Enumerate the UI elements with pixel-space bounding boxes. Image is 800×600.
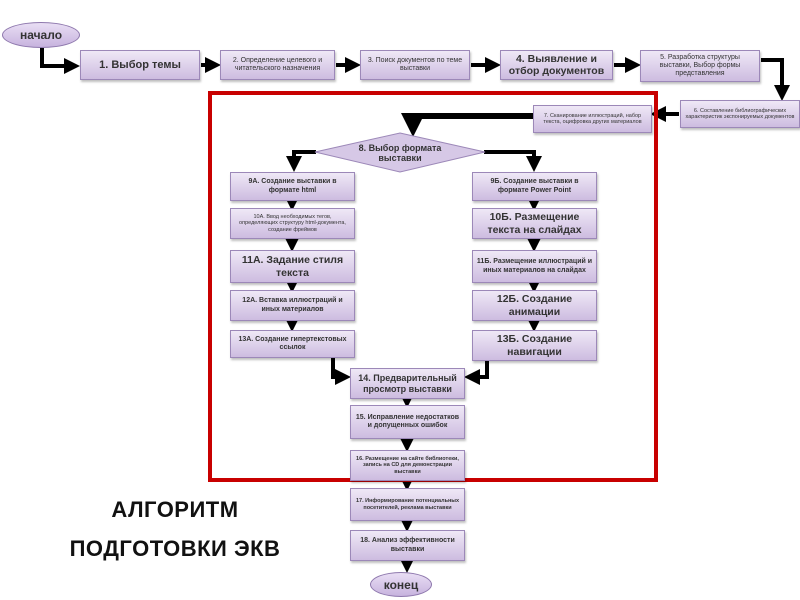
step-18: 18. Анализ эффективности выставки [350, 530, 465, 561]
step-8-decision: 8. Выбор формата выставки [358, 143, 442, 163]
decision-diamond [314, 132, 486, 173]
step-16: 16. Размещение на сайте библиотеки, запи… [350, 450, 465, 481]
step-7: 7. Сканирование иллюстраций, набор текст… [533, 105, 652, 133]
end-node: конец [370, 572, 432, 597]
step-9a: 9А. Создание выставки в формате html [230, 172, 355, 201]
step-15: 15. Исправление недостатков и допущенных… [350, 405, 465, 439]
step-4: 4. Выявление и отбор документов [500, 50, 613, 80]
start-node: начало [2, 22, 80, 48]
step-12b: 12Б. Создание анимации [472, 290, 597, 321]
step-10a: 10А. Ввод необходимых тегов, определяющи… [230, 208, 355, 239]
step-10b: 10Б. Размещение текста на слайдах [472, 208, 597, 239]
step-11b: 11Б. Размещение иллюстраций и иных матер… [472, 250, 597, 283]
step-3: 3. Поиск документов по теме выставки [360, 50, 470, 80]
slide-title-line1: АЛГОРИТМ [111, 497, 239, 522]
step-17: 17. Информирование потенциальных посетит… [350, 488, 465, 521]
slide-title-line2: ПОДГОТОВКИ ЭКВ [69, 536, 281, 561]
step-14: 14. Предварительный просмотр выставки [350, 368, 465, 399]
step-1: 1. Выбор темы [80, 50, 200, 80]
step-11a: 11А. Задание стиля текста [230, 250, 355, 283]
step-12a: 12А. Вставка иллюстраций и иных материал… [230, 290, 355, 321]
step-6: 6. Составление библиографических характе… [680, 100, 800, 128]
step-13b: 13Б. Создание навигации [472, 330, 597, 361]
step-13a: 13А. Создание гипертекстовых ссылок [230, 330, 355, 358]
step-2: 2. Определение целевого и читательского … [220, 50, 335, 80]
step-9b: 9Б. Создание выставки в формате Power Po… [472, 172, 597, 201]
step-5: 5. Разработка структуры выставки, Выбор … [640, 50, 760, 82]
